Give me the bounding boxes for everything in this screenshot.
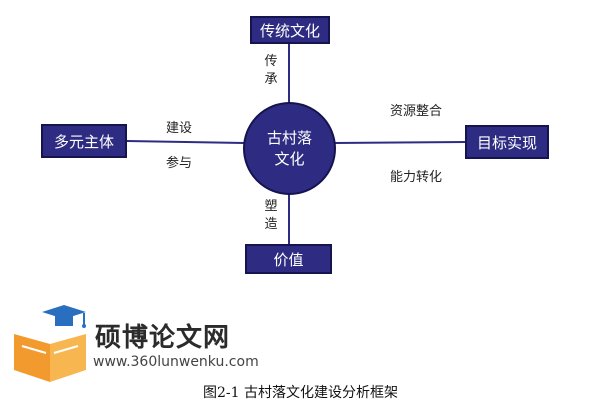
edge-label-capability-transformation: 能力转化 — [390, 170, 443, 185]
logo-mark-icon — [14, 305, 86, 382]
node-traditional-culture: 传统文化 — [250, 16, 330, 44]
watermark-url: www.360lunwenku.com — [93, 354, 259, 370]
connector-left — [126, 140, 245, 144]
edge-label-participate: 参与 — [166, 156, 193, 171]
figure-caption: 图2-1 古村落文化建设分析框架 — [203, 385, 398, 401]
center-label-line2: 文化 — [274, 149, 305, 168]
edge-label-inherit: 传承 — [264, 54, 278, 87]
node-value: 价值 — [245, 244, 332, 274]
edge-label-resource-integration: 资源整合 — [390, 104, 443, 119]
node-multiple-subjects: 多元主体 — [41, 124, 127, 158]
node-ancient-village-culture: 古村落 文化 — [243, 102, 336, 195]
node-goal-achievement: 目标实现 — [465, 125, 549, 159]
edge-label-shape: 塑造 — [264, 199, 278, 232]
edge-label-build: 建设 — [166, 121, 193, 136]
connector-right — [334, 141, 467, 144]
watermark-site-name: 硕博论文网 — [95, 323, 231, 353]
center-label-line1: 古村落 — [266, 128, 312, 147]
